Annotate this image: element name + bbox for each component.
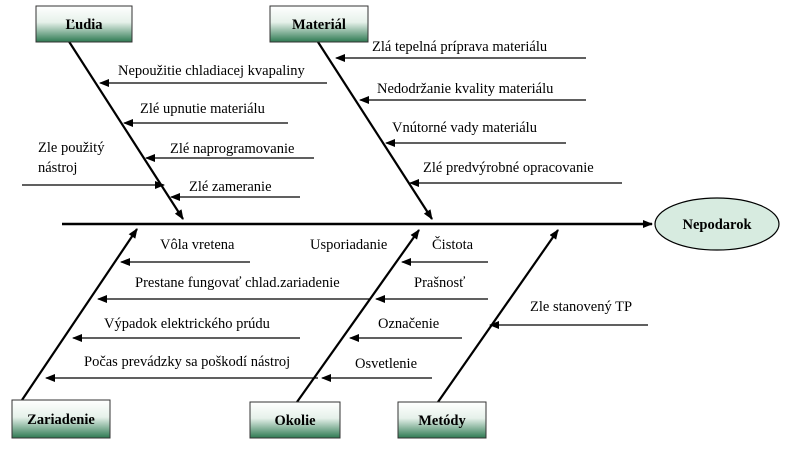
zariadenie-bone bbox=[21, 228, 138, 401]
zariadenie-cause-1: Vôla vretena bbox=[160, 237, 235, 253]
ludia-cause-1: Nepoužitie chladiacej kvapaliny bbox=[118, 63, 306, 79]
okolie-label: Okolie bbox=[274, 413, 316, 429]
material-cause-1: Zlá tepelná príprava materiálu bbox=[372, 39, 547, 55]
material-label: Materiál bbox=[292, 17, 346, 33]
metody-label: Metódy bbox=[418, 413, 466, 429]
material-cause-3: Vnútorné vady materiálu bbox=[392, 120, 537, 136]
material-box bbox=[269, 5, 369, 43]
metody-cause-1: Zle stanovený TP bbox=[530, 299, 632, 315]
effect-ellipse bbox=[654, 197, 780, 251]
zariadenie-cause-3: Výpadok elektrického prúdu bbox=[104, 316, 270, 332]
material-cause-4: Zlé predvýrobné opracovanie bbox=[423, 160, 594, 176]
okolie-cause-4: Označenie bbox=[378, 316, 439, 332]
effect-label: Nepodarok bbox=[682, 217, 752, 233]
okolie-box bbox=[249, 401, 341, 439]
zariadenie-label: Zariadenie bbox=[27, 412, 95, 428]
okolie-cause-1: Usporiadanie bbox=[310, 237, 387, 253]
metody-box bbox=[397, 401, 487, 439]
okolie-cause-5: Osvetlenie bbox=[355, 356, 417, 372]
ludia-cause-5-line1: Zle použitý bbox=[38, 140, 105, 156]
okolie-cause-3: Prašnosť bbox=[414, 275, 465, 291]
metody-bone bbox=[437, 229, 559, 403]
material-bone bbox=[317, 41, 433, 220]
zariadenie-cause-4: Počas prevádzky sa poškodí nástroj bbox=[84, 354, 290, 370]
ludia-cause-4: Zlé zameranie bbox=[189, 179, 272, 195]
okolie-bone bbox=[296, 229, 420, 403]
ludia-cause-5-line2: nástroj bbox=[38, 160, 77, 176]
zariadenie-box bbox=[11, 399, 111, 439]
ludia-box bbox=[35, 5, 133, 43]
material-cause-2: Nedodržanie kvality materiálu bbox=[377, 81, 553, 97]
ludia-label: Ľudia bbox=[65, 17, 103, 33]
zariadenie-cause-2: Prestane fungovať chlad.zariadenie bbox=[135, 275, 340, 291]
okolie-cause-2: Čistota bbox=[432, 236, 474, 253]
ludia-cause-3: Zlé naprogramovanie bbox=[170, 141, 294, 157]
ludia-bone bbox=[67, 39, 184, 220]
ludia-cause-2: Zlé upnutie materiálu bbox=[140, 101, 265, 117]
